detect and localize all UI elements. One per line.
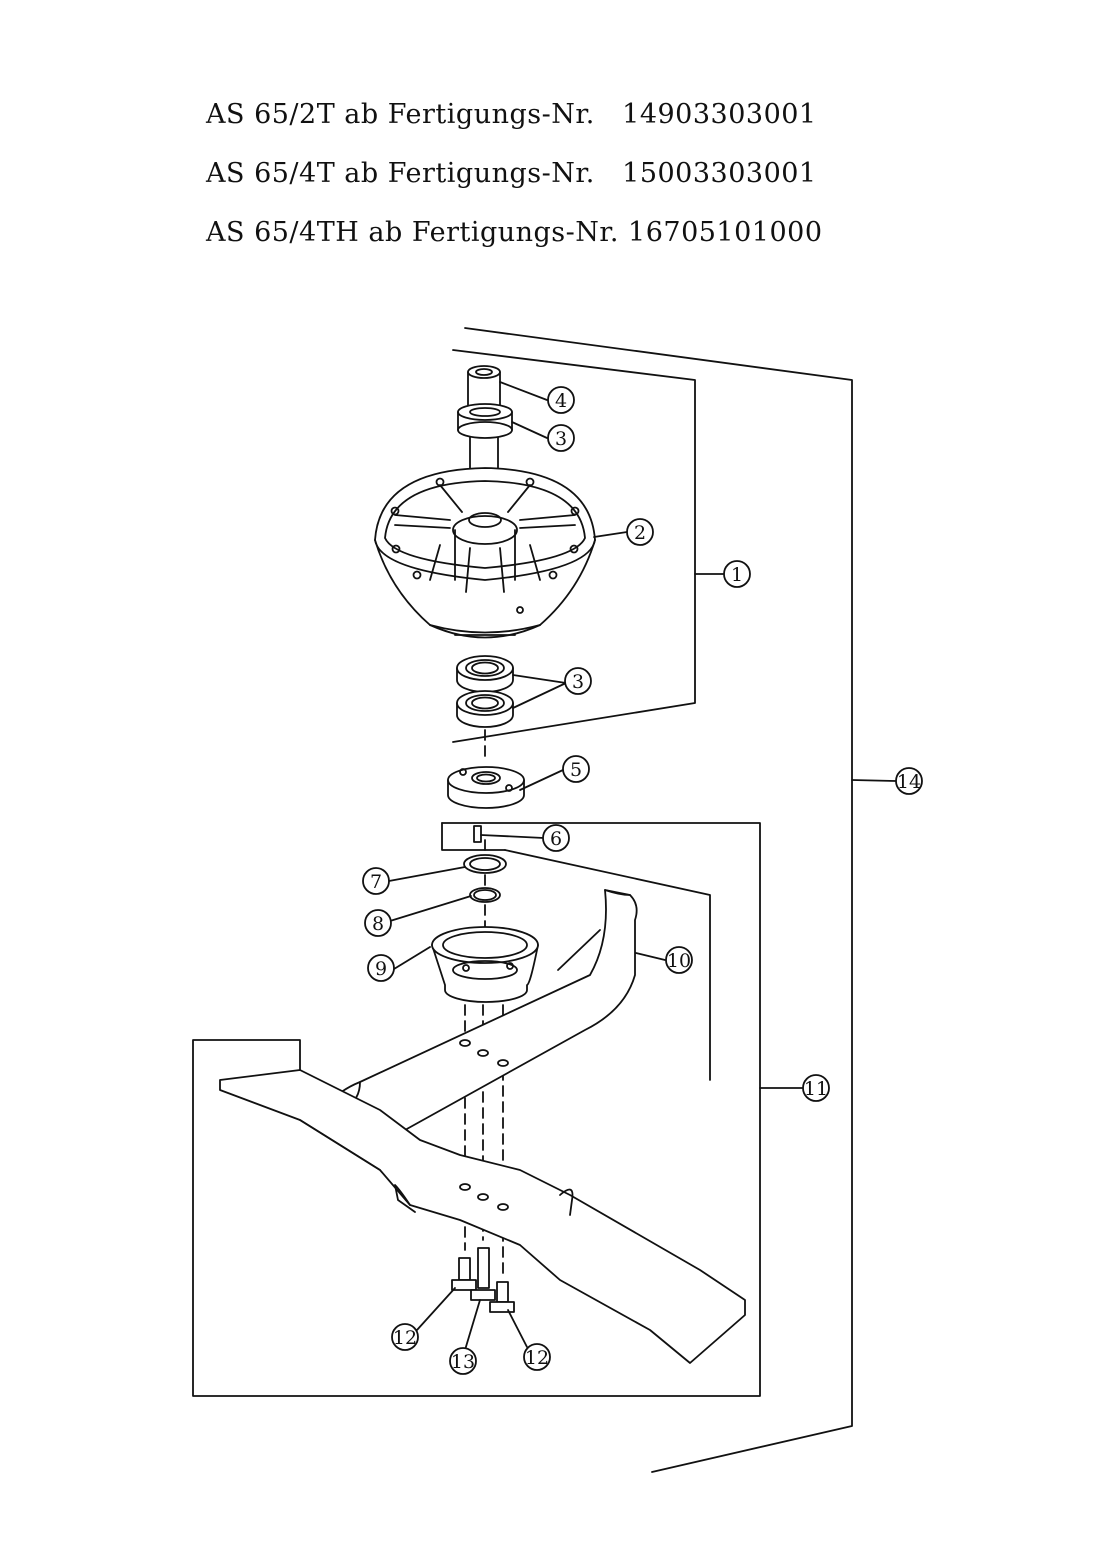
callout-number: 13: [451, 1351, 475, 1373]
callout-blade-bolt-right: 12: [523, 1343, 551, 1371]
callout-circle: [802, 1074, 830, 1102]
callout-circle: [562, 755, 590, 783]
key: [473, 825, 482, 843]
callout-number: 7: [370, 871, 382, 893]
blade-carrier-housing: [374, 467, 596, 639]
callout-blade-set: 11: [802, 1074, 830, 1102]
callout-number: 12: [525, 1347, 549, 1369]
callout-number: 6: [550, 828, 562, 850]
serial-label: Fertigungs-Nr.: [387, 99, 595, 130]
model-name: AS 65/2T ab: [206, 99, 379, 130]
header-line-1: AS 65/2T ab Fertigungs-Nr. 14903303001: [206, 92, 823, 151]
header-line-3: AS 65/4TH ab Fertigungs-Nr. 16705101000: [206, 210, 823, 269]
callout-circlip: 8: [364, 909, 392, 937]
callout-circle: [523, 1343, 551, 1371]
callout-number: 3: [572, 671, 584, 693]
callout-circle: [362, 867, 390, 895]
callout-circle: [547, 424, 575, 452]
serial-label: Fertigungs-Nr.: [411, 217, 619, 248]
callout-blade-carrier-housing: 2: [626, 518, 654, 546]
callout-number: 11: [804, 1078, 828, 1100]
serial-label: Fertigungs-Nr.: [387, 158, 595, 189]
callout-circle: [391, 1323, 419, 1351]
callout-circle: [547, 386, 575, 414]
leader-lines: [388, 381, 897, 1351]
callout-drive-shaft: 4: [547, 386, 575, 414]
callout-number: 12: [393, 1327, 417, 1349]
serial-number: 15003303001: [622, 158, 817, 189]
bolts: [451, 1247, 515, 1313]
callout-circle: [542, 824, 570, 852]
callout-circle: [895, 767, 923, 795]
callout-number: 8: [372, 913, 384, 935]
callout-circle: [449, 1347, 477, 1375]
circlip: [469, 887, 501, 903]
callout-number: 9: [375, 958, 387, 980]
callout-center-bolt: 13: [449, 1347, 477, 1375]
lower-blade: [219, 1069, 746, 1364]
callout-circle: [723, 560, 751, 588]
header-line-2: AS 65/4T ab Fertigungs-Nr. 15003303001: [206, 151, 823, 210]
clutch-hub: [447, 766, 525, 809]
callout-blade-bolt-left: 12: [391, 1323, 419, 1351]
serial-number: 14903303001: [622, 99, 817, 130]
bracket-11: [192, 822, 761, 1397]
model-name: AS 65/4T ab: [206, 158, 379, 189]
callout-number: 5: [570, 759, 582, 781]
callout-number: 3: [555, 428, 567, 450]
callout-ball-bearings-lower: 3: [564, 667, 592, 695]
bearings-lower: [456, 655, 514, 728]
callout-blade-flange: 9: [367, 954, 395, 982]
callout-number: 2: [634, 522, 646, 544]
callout-number: 10: [667, 950, 691, 972]
callout-ball-bearing-upper: 3: [547, 424, 575, 452]
callout-complete-cutting-unit: 14: [895, 767, 923, 795]
callout-washer: 7: [362, 867, 390, 895]
callout-upper-blade: 10: [665, 946, 693, 974]
callout-circle: [564, 667, 592, 695]
bracket-1: [452, 349, 696, 743]
callout-number: 14: [897, 771, 921, 793]
serial-number: 16705101000: [628, 217, 823, 248]
header: AS 65/2T ab Fertigungs-Nr. 14903303001 A…: [206, 92, 823, 269]
callout-circle: [665, 946, 693, 974]
bearing-upper: [457, 403, 513, 439]
callout-circle: [364, 909, 392, 937]
blade-flange: [431, 926, 539, 1003]
washer: [463, 854, 507, 874]
callout-key: 6: [542, 824, 570, 852]
bracket-14: [464, 327, 853, 1473]
callout-blade-holder-assembly: 1: [723, 560, 751, 588]
model-name: AS 65/4TH ab: [206, 217, 403, 248]
callout-circle: [626, 518, 654, 546]
callout-number: 1: [731, 564, 743, 586]
callout-clutch-hub: 5: [562, 755, 590, 783]
callout-circle: [367, 954, 395, 982]
callout-number: 4: [555, 390, 567, 412]
